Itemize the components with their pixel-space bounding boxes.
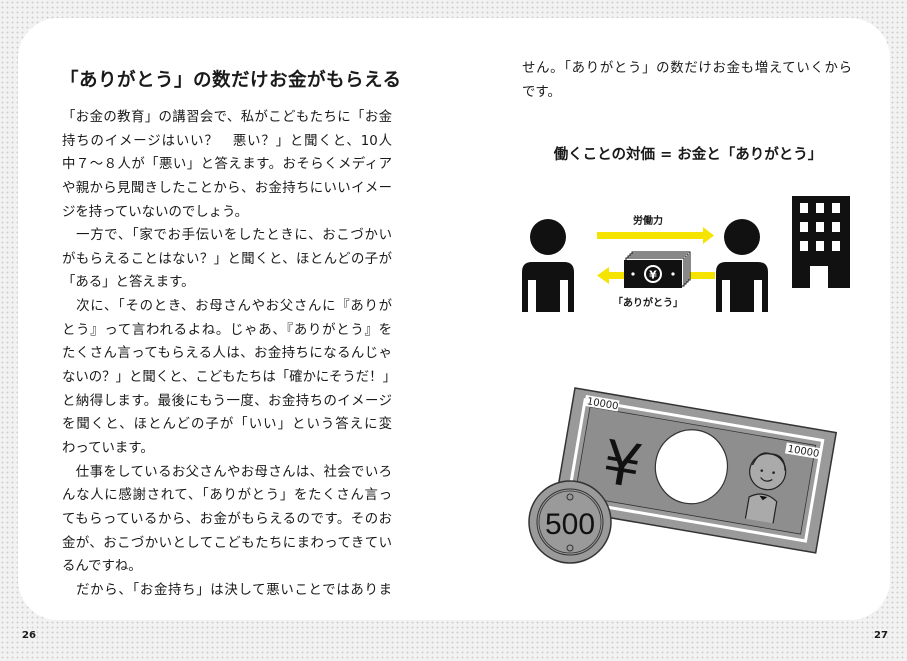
text-line: だから、「お金持ち」は決して悪いことではありま xyxy=(62,582,392,598)
text-line: です。 xyxy=(522,84,561,100)
page-number-left: 26 xyxy=(22,630,36,641)
text-line: 「お金の教育」の講習会で、私がこどもたちに「お金 xyxy=(62,110,392,125)
text-line: んな人に感謝されて、「ありがとう」をたくさん言っ xyxy=(62,488,392,504)
text-line: わっています。 xyxy=(62,440,154,456)
text-line: 持ちのイメージはいい？ 悪い？」と聞くと、10人 xyxy=(62,133,392,149)
text-line: 次に、「そのとき、お母さんやお父さんに『ありが xyxy=(62,299,392,315)
banknote-illustration: 10000 10000 ¥ xyxy=(553,387,838,554)
bill-symbol: ¥ xyxy=(649,269,657,282)
person-left-icon xyxy=(522,219,574,312)
text-line: 金が、おこづかいとしてこどもたちにまわってきてい xyxy=(62,535,392,551)
thanks-label: 「ありがとう」 xyxy=(613,298,683,309)
text-line: 一方で、「家でお手伝いをしたときに、おこづかい xyxy=(62,228,392,244)
text-line: 「ある」と答えます。 xyxy=(62,275,195,291)
text-line: とう』って言われるよね。じゃあ、『ありがとう』を xyxy=(62,322,392,338)
left-body-text: 「お金の教育」の講習会で、私がこどもたちに「お金持ちのイメージはいい？ 悪い？」… xyxy=(62,106,396,602)
text-line: てもらっているから、お金がもらえるのです。そのお xyxy=(62,511,392,527)
page-number-right: 27 xyxy=(874,630,888,641)
section-title: 「ありがとう」の数だけお金がもらえる xyxy=(60,70,402,91)
labor-label: 労働力 xyxy=(633,216,663,227)
text-line: がもらえることはない？」と聞くと、ほとんどの子が xyxy=(62,251,392,267)
banknote-value-top: 10000 xyxy=(586,396,619,412)
text-line: るんですね。 xyxy=(62,559,142,575)
text-line: 仕事をしているお父さんやお母さんは、社会でいろ xyxy=(62,464,392,480)
coin-value: 500 xyxy=(545,508,595,541)
text-line: ジを持っていないのでしょう。 xyxy=(62,204,248,220)
text-line: ないの？」と聞くと、こどもたちは「確かにそうだ！」 xyxy=(62,370,396,386)
person-right-icon xyxy=(716,219,768,312)
coin-illustration: 500 xyxy=(528,480,612,564)
left-page xyxy=(18,18,454,620)
diagram-heading: 働くことの対価 = お金と「ありがとう」 xyxy=(553,147,823,163)
text-line: たくさん言ってもらえる人は、お金持ちになるんじゃ xyxy=(62,346,392,362)
banknote-stack-icon: ¥ xyxy=(624,251,691,288)
text-line: と納得します。最後にもう一度、お金持ちのイメージ xyxy=(62,393,392,409)
banknote-value-right: 10000 xyxy=(787,444,820,460)
building-icon xyxy=(792,196,850,288)
text-line: せん。「ありがとう」の数だけお金も増えていくから xyxy=(522,61,852,76)
text-line: や親から見聞きしたことから、お金持ちにいいイメー xyxy=(62,180,392,196)
text-line: 中７～８人が「悪い」と答えます。おそらくメディア xyxy=(62,157,392,173)
portrait-icon xyxy=(744,452,787,524)
labor-arrow-icon xyxy=(597,227,714,244)
text-line: を聞くと、ほとんどの子が「いい」という答えに変 xyxy=(62,417,392,433)
right-body-text: せん。「ありがとう」の数だけお金も増えていくからです。 xyxy=(522,56,852,103)
